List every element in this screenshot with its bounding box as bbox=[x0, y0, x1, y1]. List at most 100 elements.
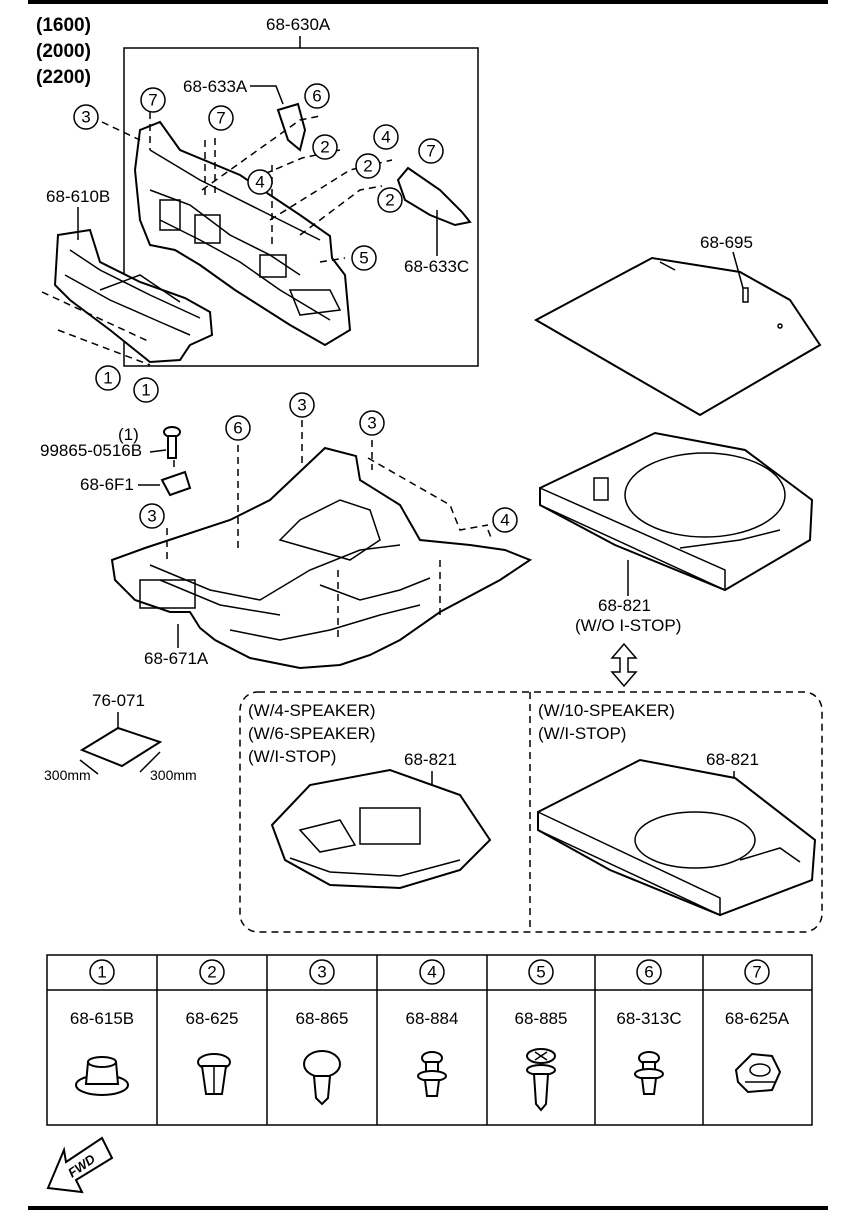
callout-number: 2 bbox=[363, 157, 372, 176]
table-header-callouts: 1 2 3 4 5 6 7 bbox=[89, 959, 770, 985]
callout-bubble: 2 bbox=[355, 153, 381, 179]
callout-bubble: 4 bbox=[373, 124, 399, 150]
fastener-part-number: 68-865 bbox=[296, 1009, 349, 1028]
top-rule bbox=[28, 0, 828, 4]
bolt-shape bbox=[163, 426, 181, 459]
part-label-dash-insulator: 68-630A bbox=[266, 15, 331, 34]
bottom-rule bbox=[28, 1206, 828, 1210]
callout-circle bbox=[139, 503, 165, 529]
callout-bubble: 7 bbox=[418, 138, 444, 164]
stud-clip-icon bbox=[634, 1051, 664, 1095]
callout-circle bbox=[355, 153, 381, 179]
fastener-clip-icon bbox=[75, 1056, 129, 1096]
dimension-line bbox=[139, 751, 161, 773]
front-panel-shape bbox=[53, 228, 214, 364]
bracket-clip-icon bbox=[734, 1052, 782, 1094]
part-label-dash-bracket-c: 68-633C bbox=[404, 257, 469, 276]
table-callout-number: 4 bbox=[427, 963, 436, 982]
callout-bubble: 3 bbox=[289, 392, 315, 418]
callout-bubble: 7 bbox=[208, 105, 234, 131]
callout-circle bbox=[312, 134, 338, 160]
callout-bubble: 6 bbox=[225, 415, 251, 441]
rear-board-shape bbox=[533, 256, 822, 417]
callout-number: 1 bbox=[103, 369, 112, 388]
variant-condition: (W/6-SPEAKER) bbox=[248, 724, 376, 743]
callout-circle bbox=[377, 187, 403, 213]
callout-number: 6 bbox=[312, 87, 321, 106]
callout-circle bbox=[140, 87, 166, 113]
leader-line bbox=[250, 85, 284, 105]
double-arrow-icon bbox=[610, 642, 638, 688]
part-label-trunk-board-note: (W/O I-STOP) bbox=[575, 616, 681, 635]
dash-bracket-c-shape bbox=[396, 166, 472, 227]
callout-circle bbox=[351, 245, 377, 271]
material-pad-shape bbox=[79, 726, 163, 768]
trunk-board-shape bbox=[539, 431, 814, 592]
engine-variant: (2200) bbox=[36, 67, 91, 88]
fastener-table bbox=[46, 954, 813, 1126]
callout-number: 7 bbox=[426, 142, 435, 161]
callout-bubble: 3 bbox=[359, 410, 385, 436]
dash-insulator-shape bbox=[133, 120, 352, 347]
dash-bracket-a-shape bbox=[276, 102, 307, 152]
callout-number: 3 bbox=[147, 507, 156, 526]
fastener-part-number: 68-625A bbox=[725, 1009, 790, 1028]
part-label-bolt: 99865-0516B bbox=[40, 441, 142, 460]
callout-bubble: 1 bbox=[95, 365, 121, 391]
callout-circle bbox=[133, 377, 159, 403]
variant-part-label: 68-821 bbox=[404, 750, 457, 769]
part-label-clip: 68-6F1 bbox=[80, 475, 134, 494]
fwd-arrow-icon: FWD bbox=[46, 1136, 114, 1194]
callout-circle bbox=[359, 410, 385, 436]
callout-circle bbox=[247, 169, 273, 195]
push-rivet-icon bbox=[197, 1053, 231, 1095]
callout-bubble: 2 bbox=[312, 134, 338, 160]
callout-circle bbox=[208, 105, 234, 131]
callout-number: 1 bbox=[141, 381, 150, 400]
callout-number: 3 bbox=[297, 396, 306, 415]
floor-mat-shape bbox=[110, 446, 533, 670]
part-label-bolt-qty: (1) bbox=[118, 425, 139, 444]
callout-bubble: 3 bbox=[139, 503, 165, 529]
callout-number: 7 bbox=[216, 109, 225, 128]
callout-bubble: 7 bbox=[140, 87, 166, 113]
clip-shape bbox=[160, 470, 192, 497]
engine-variant: (1600) bbox=[36, 15, 91, 36]
table-callout-number: 5 bbox=[536, 963, 545, 982]
callout-circle bbox=[492, 507, 518, 533]
variant-condition: (W/10-SPEAKER) bbox=[538, 701, 675, 720]
callout-number: 5 bbox=[359, 249, 368, 268]
callout-circle bbox=[289, 392, 315, 418]
callout-bubble: 5 bbox=[351, 245, 377, 271]
callout-bubble: 6 bbox=[304, 83, 330, 109]
variant-condition: (W/4-SPEAKER) bbox=[248, 701, 376, 720]
table-callout-number: 2 bbox=[207, 963, 216, 982]
variant-part-label: 68-821 bbox=[706, 750, 759, 769]
callout-number: 7 bbox=[148, 91, 157, 110]
table-callout-number: 3 bbox=[317, 963, 326, 982]
callout-circle bbox=[304, 83, 330, 109]
callout-number: 4 bbox=[500, 511, 509, 530]
leader-line bbox=[732, 251, 744, 289]
callout-number: 2 bbox=[385, 191, 394, 210]
callout-bubble: 3 bbox=[73, 104, 99, 130]
callout-circle bbox=[73, 104, 99, 130]
callout-circle bbox=[225, 415, 251, 441]
part-label-material-pad: 76-071 bbox=[92, 691, 145, 710]
fastener-part-number: 68-884 bbox=[406, 1009, 459, 1028]
engine-variant: (2000) bbox=[36, 41, 91, 62]
speaker-trunk-board-shape bbox=[270, 768, 492, 890]
table-callout-number: 6 bbox=[644, 963, 653, 982]
callout-bubble: 2 bbox=[377, 187, 403, 213]
variant-condition: (W/I-STOP) bbox=[248, 747, 336, 766]
variant-condition: (W/I-STOP) bbox=[538, 724, 626, 743]
round-head-clip-icon bbox=[303, 1050, 341, 1106]
callout-circle bbox=[418, 138, 444, 164]
callout-number: 4 bbox=[381, 128, 390, 147]
fastener-part-number: 68-885 bbox=[515, 1009, 568, 1028]
callout-circle bbox=[373, 124, 399, 150]
leader-line bbox=[149, 449, 167, 453]
table-callout-number: 7 bbox=[752, 963, 761, 982]
